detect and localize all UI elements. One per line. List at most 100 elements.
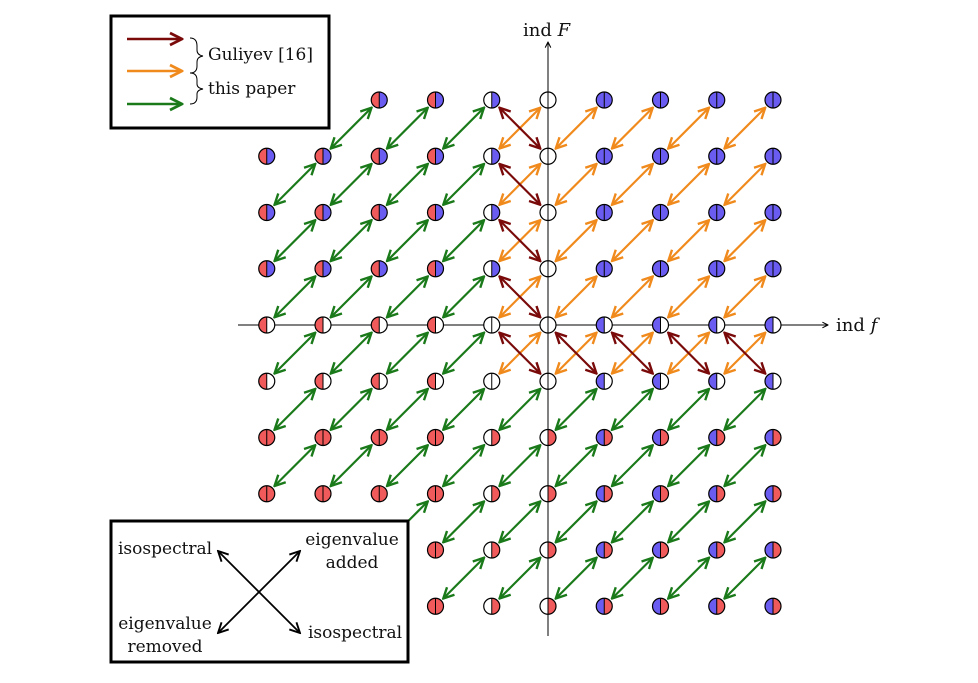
green-transition-arrow: [556, 445, 597, 486]
node-right-half: [604, 598, 613, 615]
lattice-node: [764, 91, 782, 109]
lattice-node: [258, 316, 276, 334]
node-right-half: [773, 429, 781, 446]
dark-red-transition-arrow: [500, 277, 541, 318]
green-transition-arrow: [725, 502, 766, 543]
legend-label-this-paper: this paper: [208, 79, 296, 99]
lattice-node: [539, 597, 557, 615]
green-transition-arrow: [275, 277, 316, 318]
orange-transition-arrow: [556, 277, 597, 318]
node-right-half: [773, 373, 781, 390]
node-right-half: [716, 148, 725, 165]
node-right-half: [266, 148, 275, 165]
node-right-half: [773, 148, 781, 165]
lattice-node: [651, 147, 670, 165]
lattice-node: [258, 428, 276, 447]
node-right-half: [491, 148, 500, 165]
node-left-half: [596, 148, 605, 165]
node-right-half: [548, 429, 556, 446]
lattice-node: [708, 541, 726, 559]
lattice-node: [708, 203, 726, 222]
node-right-half: [435, 260, 444, 277]
node-right-half: [548, 317, 556, 333]
node-left-half: [652, 148, 661, 165]
node-right-half: [435, 542, 444, 558]
lattice-node: [764, 597, 782, 615]
node-left-half: [315, 204, 323, 221]
dark-red-transition-arrow: [500, 333, 541, 374]
node-right-half: [716, 373, 725, 390]
lattice-node: [370, 316, 388, 334]
node-left-half: [596, 542, 605, 558]
node-left-half: [652, 598, 661, 615]
lattice-node: [595, 485, 613, 503]
node-left-half: [258, 260, 267, 277]
node-right-half: [379, 485, 388, 502]
green-transition-arrow: [500, 558, 541, 599]
node-right-half: [379, 317, 388, 333]
node-left-half: [371, 260, 380, 277]
node-left-half: [708, 317, 717, 333]
green-transition-arrow: [387, 333, 428, 374]
lattice-node: [426, 372, 445, 390]
node-left-half: [765, 317, 773, 333]
node-left-half: [315, 485, 323, 502]
node-right-half: [548, 204, 556, 221]
lattice-node: [483, 485, 501, 503]
node-left-half: [427, 92, 436, 108]
node-left-half: [540, 317, 548, 333]
node-left-half: [540, 373, 548, 390]
node-left-half: [765, 373, 773, 390]
lattice-node: [764, 541, 782, 559]
dark-red-transition-arrow: [500, 108, 541, 149]
node-right-half: [716, 429, 725, 446]
node-left-half: [652, 204, 661, 221]
node-left-half: [540, 92, 548, 108]
green-transition-arrow: [275, 445, 316, 486]
lattice-node: [370, 91, 388, 109]
lattice-node: [483, 597, 501, 615]
lattice-node: [595, 203, 613, 222]
lattice-node: [483, 91, 501, 109]
node-left-half: [258, 204, 267, 221]
node-right-half: [660, 260, 669, 277]
lattice-node: [708, 428, 726, 447]
lattice-node: [314, 428, 332, 447]
dark-red-transition-arrow: [556, 333, 597, 374]
lattice-node: [370, 485, 388, 503]
x-axis-label: ind f: [836, 315, 881, 336]
node-right-half: [604, 92, 613, 108]
node-left-half: [483, 260, 492, 277]
node-right-half: [435, 485, 444, 502]
lattice-node: [764, 203, 782, 222]
node-right-half: [604, 485, 613, 502]
node-right-half: [548, 148, 556, 165]
lattice-node: [595, 91, 613, 109]
orange-transition-arrow: [668, 108, 709, 149]
green-transition-arrow: [556, 502, 597, 543]
node-left-half: [652, 317, 661, 333]
lattice-node: [314, 372, 332, 390]
node-right-half: [379, 92, 388, 108]
node-right-half: [266, 485, 275, 502]
node-right-half: [773, 542, 781, 558]
lattice-node: [539, 91, 557, 109]
node-right-half: [548, 260, 556, 277]
node-right-half: [323, 373, 331, 390]
green-transition-arrow: [443, 445, 484, 486]
green-transition-arrow: [331, 445, 372, 486]
lattice-node: [595, 428, 613, 447]
green-transition-arrow: [275, 333, 316, 374]
orange-transition-arrow: [725, 277, 766, 318]
node-right-half: [660, 598, 669, 615]
lattice-node: [258, 203, 276, 222]
node-right-half: [773, 317, 781, 333]
node-left-half: [708, 373, 717, 390]
green-transition-arrow: [725, 445, 766, 486]
node-right-half: [491, 542, 500, 558]
node-right-half: [491, 373, 500, 390]
node-right-half: [716, 92, 725, 108]
lattice-node: [651, 428, 670, 447]
y-axis-label: ind F: [523, 20, 572, 41]
lattice-node: [483, 260, 501, 278]
